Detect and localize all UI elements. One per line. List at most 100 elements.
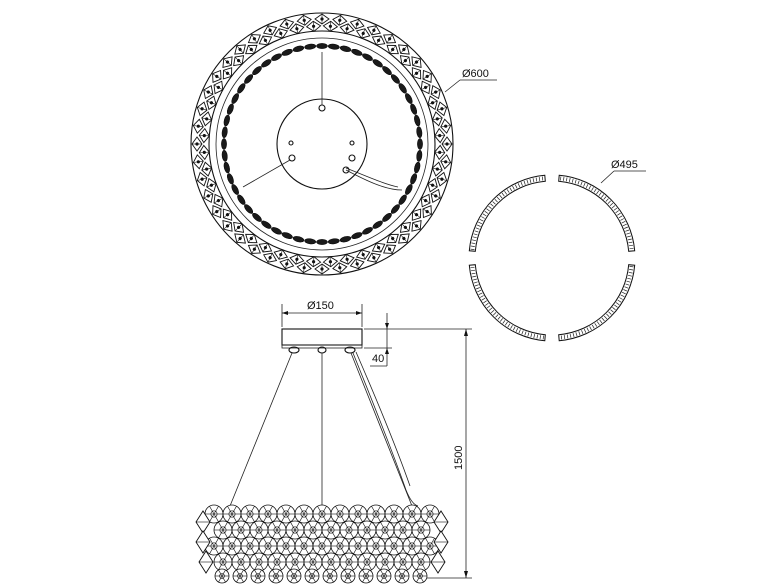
ring-segment-hatch: [473, 233, 478, 236]
rosette-spoke: [312, 529, 318, 538]
outer-crystal: [399, 221, 411, 233]
rosette-spoke: [231, 538, 237, 547]
crystal-center: [195, 142, 199, 146]
ring-segment-hatch: [585, 184, 589, 189]
inner-crystal-link: [231, 93, 239, 104]
rosette-spoke: [344, 554, 350, 563]
outer-crystal: [366, 25, 381, 36]
rosette-core: [426, 510, 434, 518]
rosette-spoke: [245, 513, 251, 522]
side-view-crystal: [303, 520, 323, 540]
side-view-crystal: [240, 504, 260, 524]
ring-segment-hatch: [482, 213, 487, 217]
outer-crystal: [355, 28, 371, 39]
dim-arrow: [356, 311, 362, 315]
rosette-spoke: [375, 545, 381, 554]
outer-crystal: [314, 263, 330, 275]
ring-segment-hatch: [622, 223, 627, 227]
ring-segment-hatch: [499, 318, 503, 322]
ring-segment-hatch: [624, 286, 629, 289]
rosette-spoke: [380, 569, 385, 577]
rosette-spoke: [398, 569, 403, 577]
inner-crystal-link: [351, 49, 363, 56]
side-view-crystal: [330, 536, 350, 556]
inner-crystal-link: [414, 161, 421, 174]
rosette-spoke: [227, 545, 233, 554]
rosette-spoke: [366, 554, 372, 563]
ring-segment-hatch: [601, 194, 605, 198]
rosette-core: [318, 542, 326, 550]
rosette-spoke: [402, 522, 408, 531]
crystal-center: [431, 183, 435, 187]
ring-segment-hatch: [514, 184, 518, 189]
rosette-spoke: [258, 554, 264, 563]
ring-segment-hatch: [626, 280, 631, 283]
ring-segment-hatch: [520, 181, 523, 186]
rosette-core: [237, 526, 245, 534]
rosette-spoke: [222, 522, 228, 531]
rosette-spoke: [339, 506, 345, 515]
rosette-spoke: [263, 538, 269, 547]
rosette-spoke: [218, 529, 224, 538]
rosette-core: [237, 573, 243, 579]
ring-segment-hatch: [627, 235, 632, 238]
ring-segment-hatch: [615, 302, 620, 306]
rosette-spoke: [221, 569, 226, 577]
ring-segment-hatch: [541, 176, 544, 181]
side-view-crystal: [339, 552, 359, 572]
side-view-crystal: [375, 552, 395, 572]
ring-segment-hatch: [533, 334, 536, 339]
ring-segment-hatch: [627, 238, 632, 241]
rosette-spoke: [267, 538, 273, 547]
rosette-spoke: [429, 513, 435, 522]
rosette-spoke: [330, 561, 336, 570]
outer-crystal: [411, 208, 422, 221]
inner-crystal-link: [372, 59, 383, 68]
crystal-center: [434, 90, 438, 94]
rosette-core: [327, 573, 333, 579]
rosette-spoke: [239, 575, 244, 583]
side-view-crystal: [285, 520, 305, 540]
ring-segment-hatch: [504, 190, 508, 195]
inner-crystal-link: [316, 43, 328, 49]
rosette-core: [363, 526, 371, 534]
outer-crystal: [247, 34, 261, 44]
rosette-spoke: [240, 561, 246, 570]
ring-segment-hatch: [605, 198, 609, 202]
rosette-core: [318, 510, 326, 518]
outer-crystal: [430, 188, 441, 203]
rosette-spoke: [321, 545, 327, 554]
ring-segment-hatch: [568, 177, 571, 182]
outer-crystal: [203, 85, 214, 100]
rosette-spoke: [420, 561, 426, 570]
crystal-center: [440, 177, 444, 181]
side-view-crystal-bottom: [232, 568, 248, 584]
crystal-center: [238, 47, 242, 52]
rosette-spoke: [407, 545, 413, 554]
rosette-core: [273, 558, 281, 566]
crystal-center: [328, 24, 332, 28]
rosette-spoke: [231, 506, 237, 515]
ring-segment-hatch: [481, 297, 486, 301]
rosette-spoke: [257, 569, 262, 577]
rosette-spoke: [419, 575, 424, 583]
ring-segment-hatch: [499, 194, 503, 199]
outer-crystal: [434, 144, 446, 161]
outer-crystal: [420, 193, 431, 208]
ring-segment-hatch: [523, 180, 526, 185]
dim-495-label: Ø495: [611, 159, 638, 171]
crystal-center: [355, 22, 359, 26]
rosette-spoke: [407, 506, 413, 515]
rosette-spoke: [429, 545, 435, 554]
outer-crystal: [245, 44, 258, 55]
ring-segment-hatch: [497, 316, 501, 320]
ring-segment-hatch: [483, 300, 487, 304]
rosette-spoke: [389, 538, 395, 547]
rosette-spoke: [312, 554, 318, 563]
dim-arrow: [282, 311, 288, 315]
ring-segment-hatch: [601, 317, 605, 322]
ring-segment-hatch: [509, 187, 513, 192]
inner-crystal-link: [237, 83, 246, 94]
rosette-spoke: [420, 522, 426, 531]
ring-segment-hatch: [627, 277, 632, 280]
